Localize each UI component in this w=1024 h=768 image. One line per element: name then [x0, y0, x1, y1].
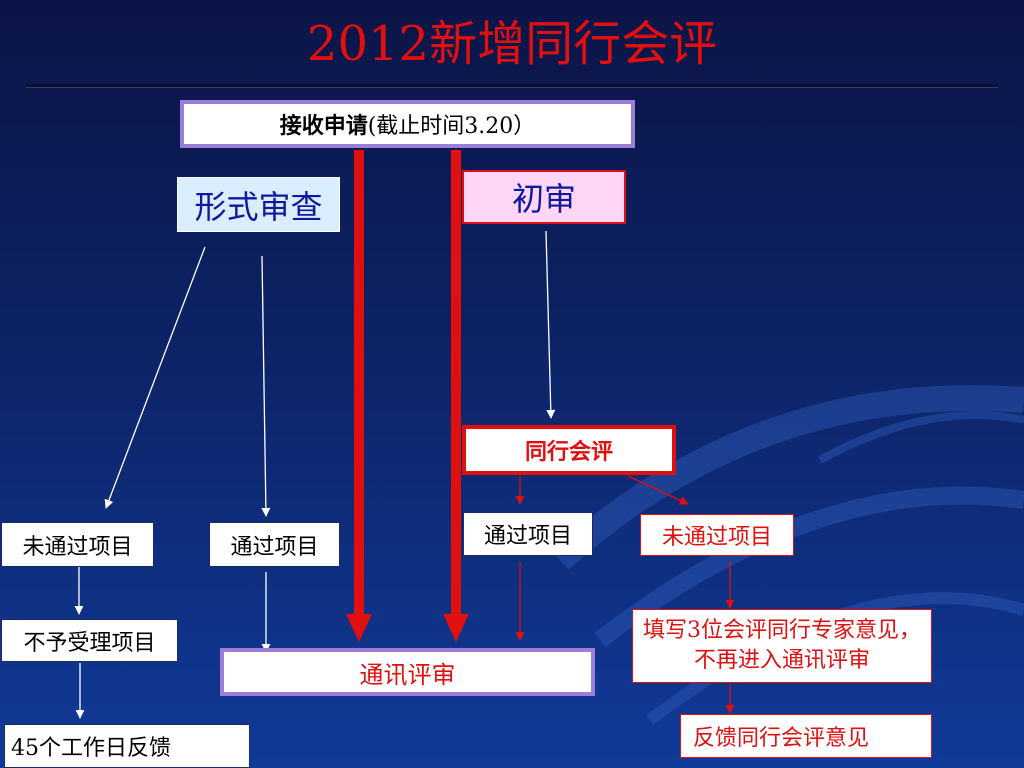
fail-project-right-box: 未通过项目 — [640, 514, 794, 556]
arrow-formal-to-pass — [261, 255, 271, 517]
receive-deadline-text: (截止时间3.20） — [367, 114, 536, 139]
arrow-formal-to-fail — [104, 246, 206, 509]
thick-arrow-right — [443, 150, 469, 642]
pass-project-right-box: 通过项目 — [463, 512, 593, 556]
initial-review-box: 初审 — [462, 170, 626, 224]
feedback-peer-review-box: 反馈同行会评意见 — [680, 714, 932, 758]
thick-arrow-left — [346, 150, 372, 642]
arrow-initial-to-peer — [545, 230, 556, 419]
formal-review-box: 形式审查 — [177, 177, 340, 232]
fill-expert-opinion-box: 填写3位会评同行专家意见，不再进入通讯评审 — [632, 609, 932, 683]
receive-application-label: 接收申请 — [279, 113, 368, 139]
fail-project-left-box: 未通过项目 — [1, 522, 154, 567]
feedback-45-days-box: 45个工作日反馈 — [4, 724, 250, 768]
peer-review-box: 同行会评 — [462, 425, 676, 475]
slide-title: 2012新增同行会评 — [306, 16, 718, 72]
comm-review-box: 通讯评审 — [220, 648, 595, 696]
title-divider — [26, 84, 998, 87]
receive-application-box: 接收申请(截止时间3.20） — [180, 100, 635, 148]
pass-project-left-box: 通过项目 — [209, 522, 340, 567]
arrow-peer-to-fail — [627, 475, 689, 505]
not-accepted-box: 不予受理项目 — [1, 619, 178, 662]
